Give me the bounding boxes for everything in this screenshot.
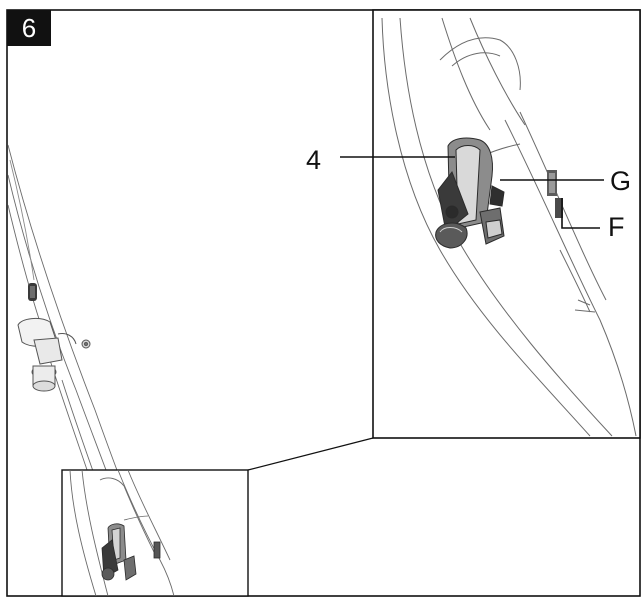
part-f-bracket bbox=[547, 170, 563, 218]
callout-leaders bbox=[340, 156, 604, 229]
callout-label-f: F bbox=[608, 212, 625, 242]
inset-lever bbox=[101, 523, 161, 581]
step-number-badge: 6 bbox=[7, 10, 51, 46]
zoom-detail-panel bbox=[340, 9, 641, 439]
callout-label-g: G bbox=[610, 166, 632, 196]
part-4-lever bbox=[435, 137, 505, 249]
handle-grip bbox=[17, 317, 91, 392]
callout-label-4: 4 bbox=[306, 145, 322, 175]
cable-clip bbox=[28, 283, 37, 301]
small-inset-panel bbox=[61, 469, 249, 597]
zoom-connector-lines bbox=[247, 437, 374, 471]
